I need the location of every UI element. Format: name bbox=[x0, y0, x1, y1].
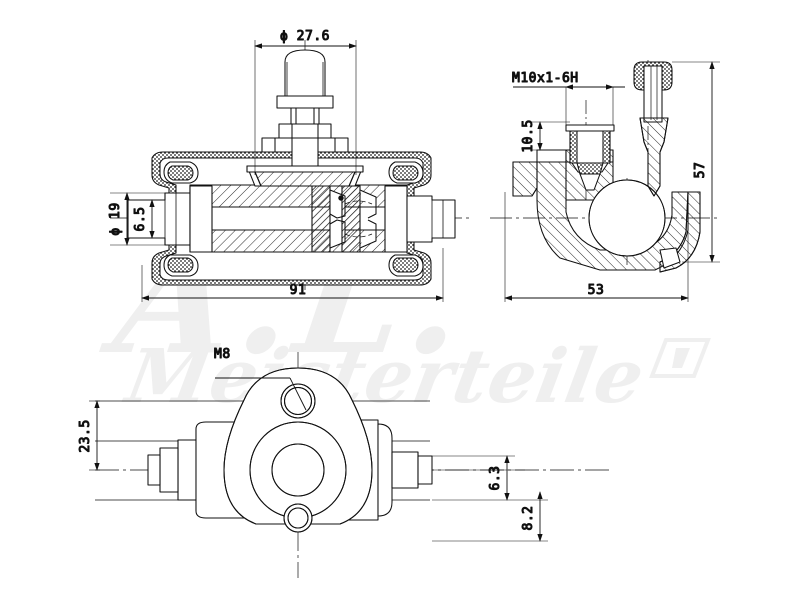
dim-label-overall-width: 53 bbox=[588, 283, 605, 298]
view-longitudinal-section: ϕ 27.6 ϕ 19 6.5 bbox=[107, 28, 470, 302]
dimension-bleeder-thread: M8 bbox=[213, 346, 307, 411]
dimension-overall-width: 53 bbox=[504, 192, 689, 302]
dimension-port-depth: 10.5 bbox=[520, 119, 570, 153]
dim-label-pushrod-width: 6.5 bbox=[133, 207, 148, 232]
dimension-overall-length: 91 bbox=[141, 248, 444, 302]
dimension-spigot-lower: 8.2 bbox=[432, 491, 548, 542]
dim-label-port-depth: 10.5 bbox=[521, 119, 536, 152]
dimension-piston-diameter: ϕ 19 bbox=[107, 192, 165, 246]
dim-label-inlet-thread: M10x1-6H bbox=[512, 71, 579, 86]
view-transverse-section: M10x1-6H 10.5 57 bbox=[490, 60, 720, 302]
view-plan: M8 23.5 6.3 bbox=[77, 346, 610, 578]
dim-label-mount-offset: 23.5 bbox=[78, 419, 93, 452]
dim-label-overall-height: 57 bbox=[693, 162, 708, 179]
dim-label-spigot-lower: 8.2 bbox=[521, 506, 536, 531]
dim-label-overall-length: 91 bbox=[290, 283, 307, 298]
dim-label-piston-dia: ϕ 19 bbox=[108, 202, 123, 235]
dimension-bore-diameter: ϕ 27.6 bbox=[254, 28, 357, 175]
dim-label-bore-dia: ϕ 27.6 bbox=[280, 29, 330, 44]
dimension-pushrod-width: 6.5 bbox=[132, 199, 165, 239]
dimension-spigot-upper: 6.3 bbox=[432, 455, 525, 501]
dimension-overall-height: 57 bbox=[672, 61, 720, 263]
dim-label-bleeder-thread: M8 bbox=[214, 347, 231, 362]
dim-label-spigot-upper: 6.3 bbox=[488, 466, 503, 491]
dimension-inlet-thread: M10x1-6H bbox=[511, 70, 625, 125]
dimension-mount-offset: 23.5 bbox=[77, 400, 100, 471]
diamond-logo-mark bbox=[649, 338, 711, 378]
